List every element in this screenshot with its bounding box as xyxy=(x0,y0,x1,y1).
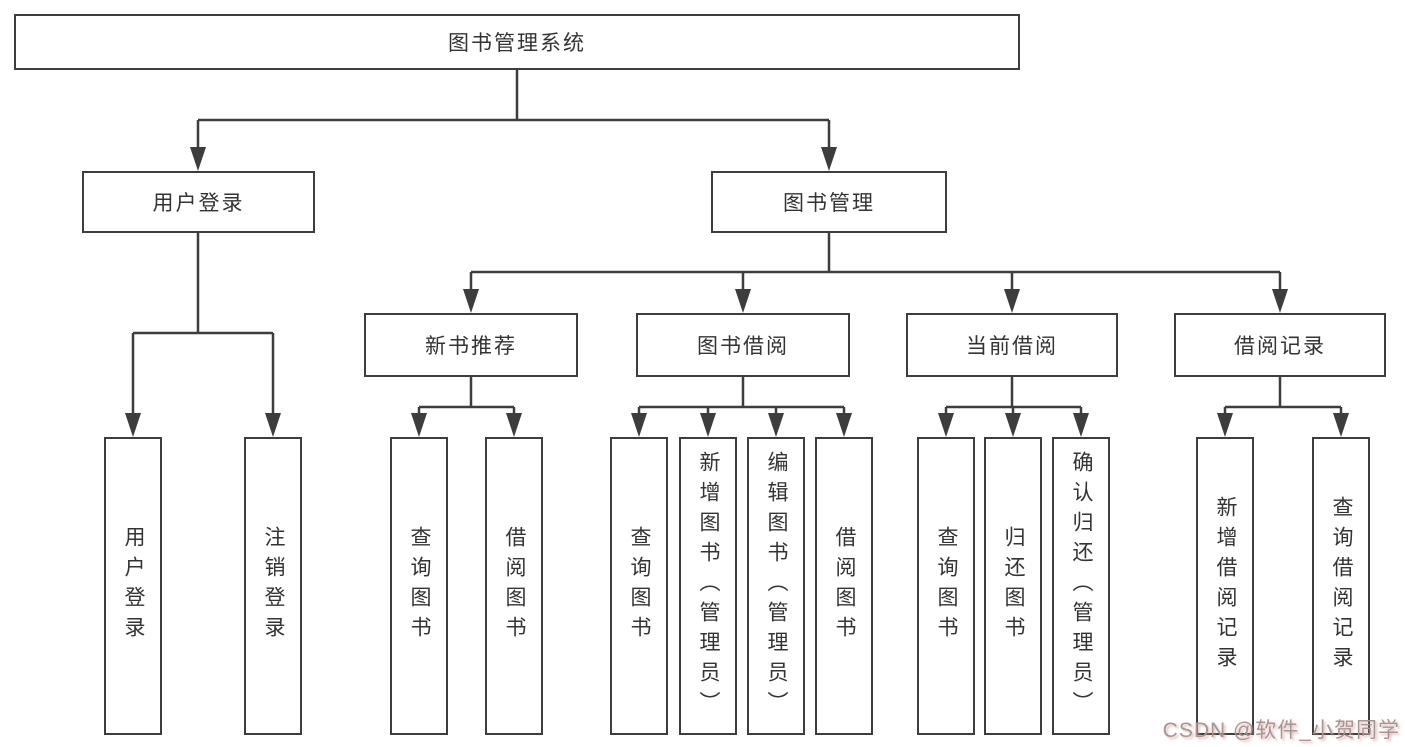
leaf-return-books: 归还图书 xyxy=(984,437,1042,735)
leaf-user-login: 用户登录 xyxy=(104,437,162,735)
node-current-borrowing-label: 当前借阅 xyxy=(966,335,1058,358)
leaf-borrow-books-recommend-label: 借阅图书 xyxy=(503,526,526,646)
leaf-return-books-label: 归还图书 xyxy=(1002,526,1025,646)
node-new-book-recommend-label: 新书推荐 xyxy=(425,335,517,358)
leaf-logout: 注销登录 xyxy=(244,437,302,735)
node-book-management-branch: 图书管理 xyxy=(711,171,947,233)
node-root-system-label: 图书管理系统 xyxy=(448,32,586,55)
leaf-add-borrow-record: 新增借阅记录 xyxy=(1196,437,1254,735)
leaf-query-borrow-record-label: 查询借阅记录 xyxy=(1330,496,1353,676)
leaf-borrow-books-recommend: 借阅图书 xyxy=(485,437,543,735)
leaf-confirm-return-admin-label: 确认归还（管理员） xyxy=(1070,451,1093,721)
leaf-edit-books-admin: 编辑图书（管理员） xyxy=(747,437,805,735)
connector-book-borrowing xyxy=(631,377,852,437)
leaf-logout-label: 注销登录 xyxy=(262,526,285,646)
connector-root-to-level2 xyxy=(190,70,837,171)
csdn-watermark: CSDN @软件_小贺同学 xyxy=(1162,719,1400,742)
node-book-management-branch-label: 图书管理 xyxy=(783,192,875,215)
leaf-edit-books-admin-label: 编辑图书（管理员） xyxy=(765,451,788,721)
leaf-query-borrow-record: 查询借阅记录 xyxy=(1312,437,1370,735)
node-user-login-branch-label: 用户登录 xyxy=(152,192,245,215)
node-root-system: 图书管理系统 xyxy=(14,14,1020,70)
node-book-borrowing-label: 图书借阅 xyxy=(697,335,789,358)
connector-borrowing-records xyxy=(1217,377,1349,437)
node-borrowing-records-label: 借阅记录 xyxy=(1234,335,1326,358)
connector-current-borrowing xyxy=(938,377,1089,437)
node-current-borrowing: 当前借阅 xyxy=(906,313,1118,377)
leaf-add-books-admin-label: 新增图书（管理员） xyxy=(697,451,720,721)
leaf-borrow-books-borrowing: 借阅图书 xyxy=(815,437,873,735)
leaf-query-books-recommend-label: 查询图书 xyxy=(408,526,431,646)
leaf-add-books-admin: 新增图书（管理员） xyxy=(679,437,737,735)
leaf-add-borrow-record-label: 新增借阅记录 xyxy=(1214,496,1237,676)
node-book-borrowing: 图书借阅 xyxy=(636,313,850,377)
leaf-query-books-recommend: 查询图书 xyxy=(390,437,448,735)
leaf-query-books-borrowing: 查询图书 xyxy=(610,437,668,735)
node-new-book-recommend: 新书推荐 xyxy=(364,313,578,377)
leaf-query-books-current-label: 查询图书 xyxy=(935,526,958,646)
leaf-query-books-borrowing-label: 查询图书 xyxy=(628,526,651,646)
connector-new-book-recommend xyxy=(411,377,522,437)
leaf-user-login-label: 用户登录 xyxy=(122,526,145,646)
connector-user-login-branch xyxy=(125,233,281,437)
node-borrowing-records: 借阅记录 xyxy=(1174,313,1386,377)
leaf-borrow-books-borrowing-label: 借阅图书 xyxy=(833,526,856,646)
connector-book-management-branch xyxy=(463,233,1288,313)
leaf-query-books-current: 查询图书 xyxy=(917,437,975,735)
leaf-confirm-return-admin: 确认归还（管理员） xyxy=(1052,437,1110,735)
node-user-login-branch: 用户登录 xyxy=(82,171,315,233)
